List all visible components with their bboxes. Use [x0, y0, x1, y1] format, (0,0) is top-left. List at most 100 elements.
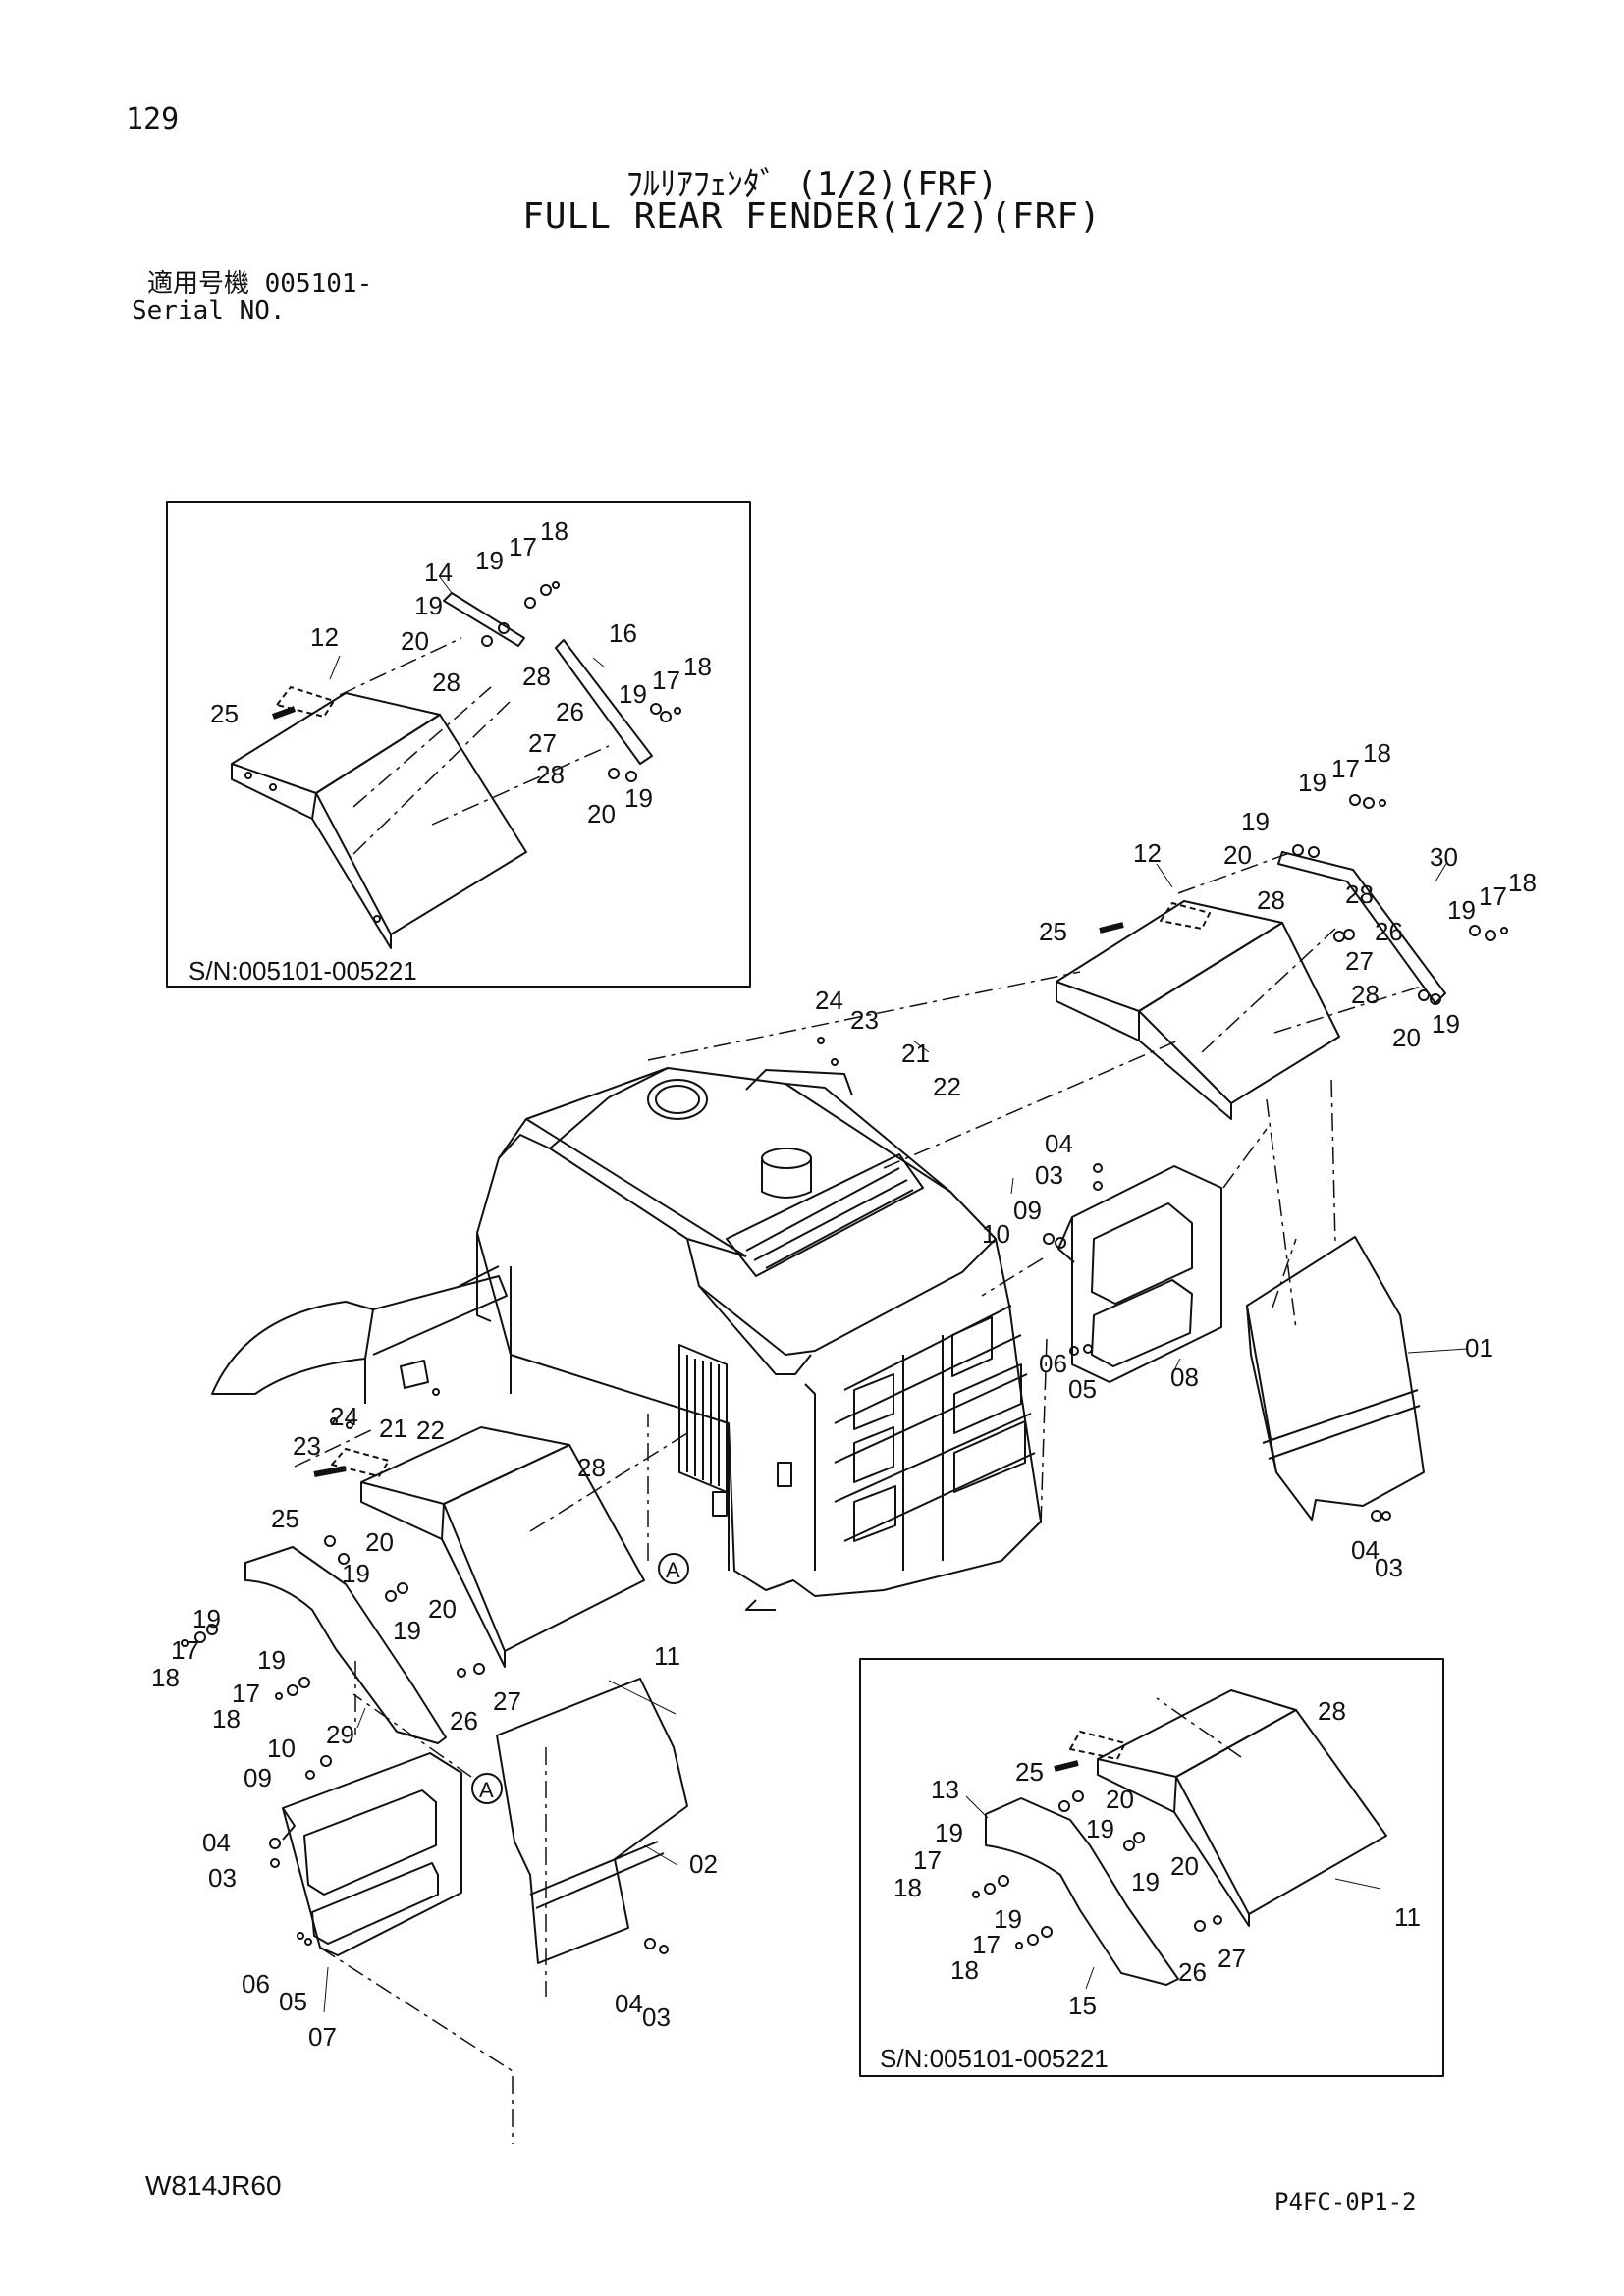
section-marker-circle — [471, 1773, 503, 1804]
part-callout: 06 — [1039, 1349, 1067, 1378]
part-callout: 25 — [210, 699, 239, 728]
part-callout: 17 — [652, 666, 680, 695]
section-marker-label: A — [666, 1558, 680, 1582]
part-callout: 18 — [1508, 868, 1537, 897]
part-callout: 26 — [1375, 917, 1403, 946]
inset-serial-label: S/N:005101-005221 — [189, 956, 417, 986]
part-callout: 18 — [540, 516, 568, 546]
part-callout: 25 — [271, 1504, 299, 1533]
page-code: P4FC-0P1-2 — [1274, 2188, 1417, 2216]
part-callouts: 19 17 18 14 19 20 12 16 28 28 19 17 18 2… — [151, 516, 1537, 2052]
part-callout: 18 — [1363, 738, 1391, 768]
part-callout: 27 — [1218, 1944, 1246, 1973]
part-callout: 19 — [624, 783, 653, 813]
part-callout: 17 — [232, 1679, 260, 1708]
part-callout: 30 — [1430, 842, 1458, 872]
part-callout: 19 — [1086, 1814, 1114, 1843]
part-callout: 28 — [1257, 885, 1285, 915]
part-callout: 22 — [933, 1072, 961, 1101]
part-callout: 05 — [279, 1987, 307, 2016]
inset-a-leader-lines — [339, 637, 610, 855]
inset-b-fender-part — [985, 1689, 1387, 1986]
part-callout: 04 — [1045, 1129, 1073, 1158]
part-callout: 13 — [931, 1775, 959, 1804]
part-callout: 19 — [1298, 768, 1326, 797]
part-callout: 04 — [615, 1989, 643, 2018]
part-callout: 22 — [416, 1415, 445, 1445]
part-callout: 10 — [267, 1734, 296, 1763]
part-callout: 01 — [1465, 1333, 1493, 1362]
part-callout: 27 — [1345, 946, 1374, 976]
part-callout: 04 — [1351, 1535, 1380, 1565]
part-callout: 19 — [192, 1604, 221, 1633]
part-callout: 28 — [522, 662, 551, 691]
part-callout: 28 — [536, 760, 565, 789]
part-callout: 11 — [1394, 1902, 1421, 1932]
part-callout: 18 — [950, 1955, 979, 1985]
section-marker-label: A — [479, 1778, 494, 1802]
part-callout: 03 — [1375, 1553, 1403, 1582]
part-callout: 26 — [556, 697, 584, 726]
part-callout: 17 — [972, 1930, 1001, 1959]
inset-frame-top-left — [166, 501, 751, 988]
part-callout: 19 — [1241, 807, 1270, 836]
part-callout: 19 — [475, 546, 504, 575]
part-callout: 17 — [171, 1635, 199, 1665]
part-callout: 17 — [1479, 881, 1507, 911]
inset-serial-label: S/N:005101-005221 — [880, 2044, 1109, 2073]
part-callout: 23 — [293, 1431, 321, 1461]
part-callout: 12 — [1133, 838, 1162, 868]
model-code: W814JR60 — [145, 2170, 282, 2201]
part-callout: 03 — [208, 1863, 237, 1893]
part-callout: 27 — [528, 728, 557, 758]
right-side-panels — [1057, 1165, 1425, 1521]
part-callout: 06 — [242, 1969, 270, 1999]
main-leader-lines — [294, 971, 1297, 2144]
part-callout: 19 — [619, 679, 647, 709]
part-callout: 15 — [1068, 1991, 1097, 2020]
part-callout: 20 — [365, 1527, 394, 1557]
part-callout: 28 — [577, 1453, 606, 1482]
right-top-leader-lines — [1177, 851, 1425, 1330]
title-japanese: ﾌﾙﾘｱﾌｪﾝﾀﾞ (1/2)(FRF) — [625, 165, 999, 204]
part-callout: 19 — [1131, 1867, 1160, 1896]
callout-leaders — [323, 576, 1468, 2013]
part-callout: 17 — [913, 1845, 942, 1875]
part-callout: 28 — [1345, 880, 1374, 909]
part-callout: 28 — [1318, 1696, 1346, 1726]
part-callout: 25 — [1015, 1757, 1044, 1787]
section-marker-circle — [658, 1553, 689, 1584]
part-callout: 20 — [587, 799, 616, 828]
inset-a-fender-part — [231, 592, 653, 949]
part-callout: 19 — [1447, 895, 1476, 925]
part-callout: 19 — [994, 1904, 1022, 1934]
part-callout: 25 — [1039, 917, 1067, 946]
part-callout: 19 — [935, 1818, 963, 1847]
part-callout: 11 — [654, 1641, 680, 1671]
part-callout: 24 — [815, 986, 843, 1015]
engine-hood-body — [476, 1067, 1042, 1611]
part-callout: 20 — [401, 626, 429, 656]
part-callout: 24 — [330, 1402, 358, 1431]
part-callout: 19 — [414, 591, 443, 620]
part-callout: 12 — [310, 622, 339, 652]
serial-label-japanese: 適用号機 005101- — [147, 269, 373, 298]
part-callout: 04 — [202, 1828, 231, 1857]
right-top-fender-part — [1056, 851, 1446, 1120]
part-callout: 20 — [428, 1594, 457, 1624]
part-callout: 10 — [982, 1219, 1010, 1249]
part-callout: 05 — [1068, 1374, 1097, 1404]
part-callout: 29 — [326, 1720, 354, 1749]
part-callout: 19 — [342, 1559, 370, 1588]
part-callout: 17 — [509, 532, 537, 561]
part-callout: 09 — [244, 1763, 272, 1792]
part-callout: 02 — [689, 1849, 718, 1879]
left-rear-fender-piece — [211, 1233, 508, 1404]
page-number: 129 — [126, 102, 180, 136]
part-callout: 20 — [1170, 1851, 1199, 1881]
serial-label-english: Serial NO. — [132, 296, 286, 326]
part-callout: 03 — [1035, 1160, 1063, 1190]
part-callout: 21 — [901, 1039, 930, 1068]
part-callout: 26 — [1178, 1957, 1207, 1987]
